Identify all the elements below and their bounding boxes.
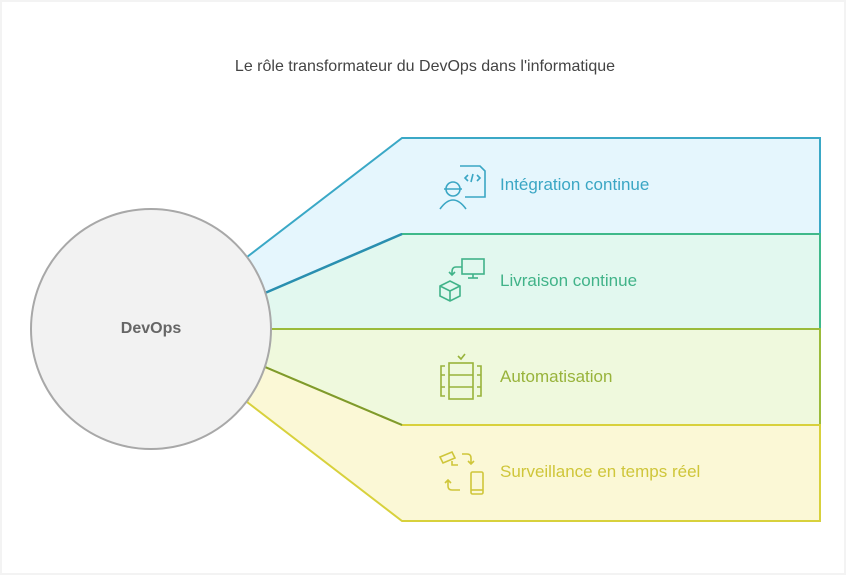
delivery-box-monitor-icon bbox=[439, 258, 485, 302]
devops-circle bbox=[30, 208, 272, 450]
center-label: DevOps bbox=[120, 320, 182, 337]
monitoring-sync-icon bbox=[438, 450, 484, 495]
item-label-livraison: Livraison continue bbox=[500, 271, 638, 290]
server-rack-check-icon bbox=[440, 353, 482, 400]
item-label-surveillance: Surveillance en temps réel bbox=[500, 462, 701, 481]
item-label-automatisation: Automatisation bbox=[500, 367, 613, 386]
engineer-code-icon bbox=[439, 165, 486, 210]
item-label-integration: Intégration continue bbox=[500, 175, 650, 194]
diagram-title: Le rôle transformateur du DevOps dans l'… bbox=[234, 58, 616, 75]
